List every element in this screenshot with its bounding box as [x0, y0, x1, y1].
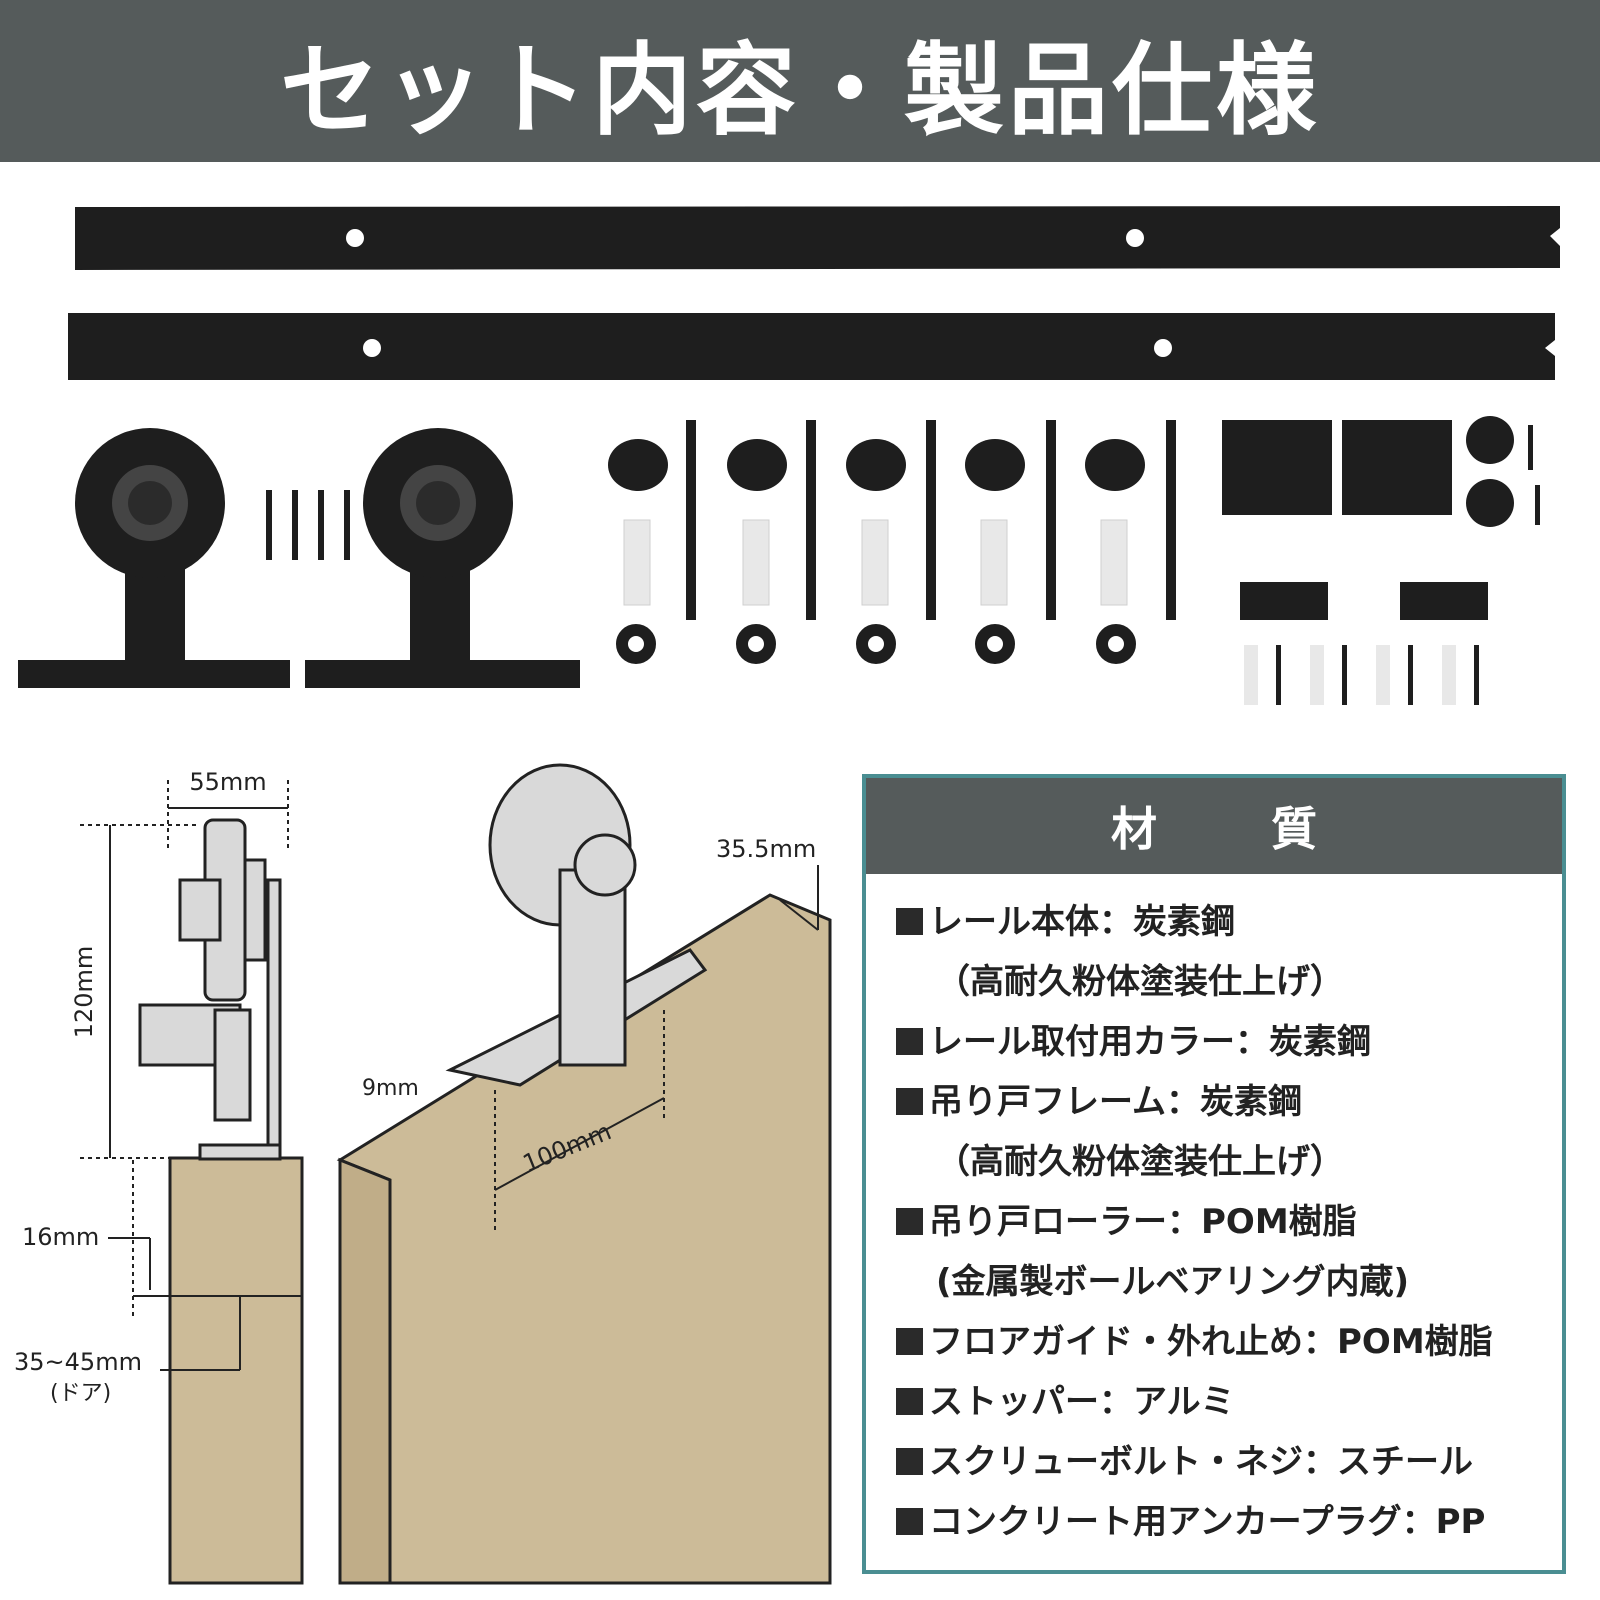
material-text: コンクリート用アンカープラグ：PP [929, 1502, 1486, 1542]
bullet-square-icon [896, 1208, 923, 1235]
material-text: スクリューボルト・ネジ：スチール [929, 1442, 1473, 1482]
small-anchors-screws [1244, 645, 1479, 705]
material-line: (金属製ボールベアリング内蔵) [896, 1252, 1562, 1312]
bullet-square-icon [896, 1028, 923, 1055]
material-line: コンクリート用アンカープラグ：PP [896, 1492, 1562, 1552]
label-120mm: 120mm [70, 946, 98, 1039]
material-line: スクリューボルト・ネジ：スチール [896, 1432, 1562, 1492]
dim-height-120 [80, 824, 200, 1159]
bullet-square-icon [896, 1448, 923, 1475]
material-text: レール本体：炭素鋼 [929, 902, 1235, 942]
floor-guides [1222, 420, 1488, 620]
roller-hanger-right [305, 428, 580, 688]
door-perspective-view [336, 893, 832, 1585]
material-line: フロアガイド・外れ止め：POM樹脂 [896, 1312, 1562, 1372]
material-text: 吊り戸ローラー：POM樹脂 [929, 1202, 1357, 1242]
stoppers [1466, 416, 1540, 527]
material-line: （高耐久粉体塗装仕上げ） [896, 952, 1562, 1012]
material-text: (金属製ボールベアリング内蔵) [936, 1262, 1410, 1302]
bullet-square-icon [896, 1508, 923, 1535]
materials-title: 材 質 [866, 778, 1562, 874]
rail-top [75, 206, 1560, 270]
page-title: セット内容・製品仕様 [280, 31, 1320, 149]
label-9mm: 9mm [362, 1076, 419, 1101]
material-text: ストッパー：アルミ [929, 1382, 1235, 1422]
material-text: レール取付用カラー：炭素鋼 [929, 1022, 1371, 1062]
hanger-perspective [445, 763, 708, 1087]
dimension-diagram: 55mm 120mm 16mm 35~45mm (ドア) 35.5mm 9mm … [14, 763, 832, 1585]
material-text: フロアガイド・外れ止め：POM樹脂 [929, 1322, 1493, 1362]
wood-screws [266, 490, 350, 560]
header-banner: セット内容・製品仕様 [0, 0, 1600, 162]
bullet-square-icon [896, 1328, 923, 1355]
bullet-square-icon [896, 908, 923, 935]
material-line: レール取付用カラー：炭素鋼 [896, 1012, 1562, 1072]
dim-door-thickness [160, 1295, 302, 1371]
dim-gap-16 [108, 1160, 170, 1320]
material-line: 吊り戸ローラー：POM樹脂 [896, 1192, 1562, 1252]
product-parts-illustration [18, 206, 1560, 705]
label-55mm: 55mm [189, 768, 266, 796]
spacer-bolt-sets [608, 420, 1176, 664]
roller-hanger-left [18, 428, 290, 688]
label-35-45mm: 35~45mm [14, 1348, 142, 1376]
material-text: （高耐久粉体塗装仕上げ） [936, 1142, 1344, 1182]
dim-width-55 [167, 780, 289, 850]
dim-lines-perspective [494, 865, 819, 1230]
materials-list: レール本体：炭素鋼 （高耐久粉体塗装仕上げ） レール取付用カラー：炭素鋼吊り戸フレー… [866, 874, 1562, 1552]
label-35-5mm: 35.5mm [716, 835, 816, 863]
material-text: 吊り戸フレーム：炭素鋼 [929, 1082, 1302, 1122]
materials-panel: 材 質 レール本体：炭素鋼 （高耐久粉体塗装仕上げ） レール取付用カラー：炭素鋼吊り… [862, 774, 1566, 1574]
material-line: 吊り戸フレーム：炭素鋼 [896, 1072, 1562, 1132]
label-door: (ドア) [50, 1381, 111, 1406]
material-line: レール本体：炭素鋼 [896, 892, 1562, 952]
material-line: （高耐久粉体塗装仕上げ） [896, 1132, 1562, 1192]
rail-bottom [68, 313, 1555, 380]
hanger-side-view [138, 818, 282, 1161]
bullet-square-icon [896, 1088, 923, 1115]
bullet-square-icon [896, 1388, 923, 1415]
material-text: （高耐久粉体塗装仕上げ） [936, 962, 1344, 1002]
label-16mm: 16mm [22, 1223, 99, 1251]
material-line: ストッパー：アルミ [896, 1372, 1562, 1432]
